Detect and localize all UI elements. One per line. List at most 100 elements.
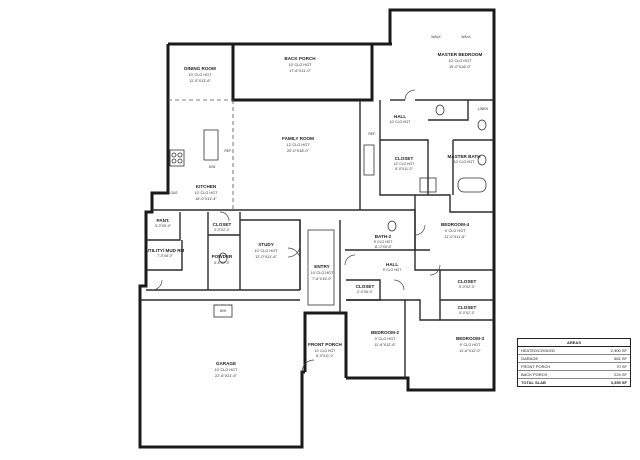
ref-label: REF. — [224, 149, 231, 153]
kitchen-ceiling: 10' CLG HGT — [195, 191, 219, 195]
svg-text:10' CLG HGT: 10' CLG HGT — [195, 191, 219, 195]
utility-size: 7'-0"X8'-0" — [157, 254, 174, 258]
entry-size: 7'-6"X15'-0" — [312, 277, 332, 281]
bedroom4-size: 11'-0"X11'-6" — [444, 235, 466, 239]
study-size: 12'-0"X11'-6" — [255, 255, 277, 259]
svg-text:11'-0"X11'-6": 11'-0"X11'-6" — [444, 235, 466, 239]
svg-text:10' CLG HGT: 10' CLG HGT — [449, 59, 473, 63]
kitchen-name: KITCHEN — [196, 184, 217, 189]
room-labels: DINING ROOM 10' CLG HGT 11'-0"X13'-6" BA… — [146, 35, 489, 378]
fixtures — [169, 104, 487, 318]
svg-text:12'-0"X11'-6": 12'-0"X11'-6" — [255, 255, 277, 259]
svg-text:5'-6"X7'-0": 5'-6"X7'-0" — [214, 261, 231, 265]
fireplace — [363, 144, 375, 176]
walk2-label: WALK — [461, 35, 471, 39]
entry-name: ENTRY — [314, 264, 329, 269]
svg-text:FAMILY ROOM: FAMILY ROOM — [282, 136, 314, 141]
areas-value: 661 SF — [614, 356, 627, 361]
svg-text:9' CLG HGT: 9' CLG HGT — [374, 240, 393, 244]
ref2-label: REF. — [368, 132, 375, 136]
entry-ceiling: 10' CLG HGT — [311, 271, 335, 275]
svg-text:16'-0"X11'-4": 16'-0"X11'-4" — [195, 197, 217, 201]
svg-text:MASTER BEDROOM: MASTER BEDROOM — [438, 52, 483, 57]
garage-size: 22'-6"X21'-6" — [215, 374, 238, 378]
cooktop — [169, 149, 185, 167]
areas-title: AREAS — [518, 339, 630, 347]
svg-text:11'-0"X13'-6": 11'-0"X13'-6" — [189, 79, 211, 83]
svg-text:10' CLG HGT: 10' CLG HGT — [289, 63, 313, 67]
bedroom4-ceiling: 9' CLG HGT — [445, 229, 466, 233]
svg-text:W/H: W/H — [220, 309, 227, 313]
closet-b4-size: 5'-0"X2'-0" — [459, 285, 476, 289]
closet-b4-name: CLOSET — [458, 279, 477, 284]
hall-top-ceiling: 10' CLG HGT — [390, 120, 410, 124]
svg-text:11'-6"X12'-0": 11'-6"X12'-0" — [459, 349, 481, 353]
door-swings — [151, 89, 441, 373]
garage-name: GARAGE — [216, 361, 236, 366]
svg-text:10' CLG HGT: 10' CLG HGT — [315, 349, 335, 353]
entry-stair — [307, 229, 335, 306]
areas-label: TOTAL SLAB — [521, 380, 546, 385]
svg-text:REF.: REF. — [368, 132, 375, 136]
master-bath-name: MASTER BATH — [447, 154, 481, 159]
svg-text:FRONT PORCH: FRONT PORCH — [308, 342, 342, 347]
areas-row: FRONT PORCH 70 SF — [518, 363, 630, 371]
study-name: STUDY — [258, 242, 274, 247]
garage-ceiling: 10' CLG HGT — [215, 368, 239, 372]
hall-mid-ceiling: 9' CLG HGT — [383, 268, 402, 272]
toilet-bath2 — [387, 220, 397, 232]
svg-text:10' CLG HGT: 10' CLG HGT — [454, 160, 474, 164]
pantry-size: 5'-0"X5'-4" — [155, 224, 172, 228]
closet-entry-name: CLOSET — [213, 222, 232, 227]
svg-text:CLOSET: CLOSET — [458, 305, 477, 310]
bedroom2-ceiling: 9' CLG HGT — [375, 337, 396, 341]
svg-text:STUDY: STUDY — [258, 242, 274, 247]
svg-text:REF.: REF. — [224, 149, 231, 153]
svg-text:11'-6"X12'-6": 11'-6"X12'-6" — [374, 343, 396, 347]
svg-text:BEDROOM-2: BEDROOM-2 — [371, 330, 400, 335]
svg-text:9' CLG HGT: 9' CLG HGT — [383, 268, 402, 272]
family-name: FAMILY ROOM — [282, 136, 314, 141]
svg-text:HALL: HALL — [394, 114, 406, 119]
svg-text:CLOSET: CLOSET — [213, 222, 232, 227]
svg-text:GARAGE: GARAGE — [216, 361, 236, 366]
closet-entry-size: 2'-0"X2'-0" — [214, 228, 231, 232]
svg-text:15'-0"X16'-0": 15'-0"X16'-0" — [449, 65, 472, 69]
closet-master-name: CLOSET — [395, 156, 414, 161]
svg-text:CLOSET: CLOSET — [395, 156, 414, 161]
study-ceiling: 10' CLG HGT — [255, 249, 279, 253]
toilet-powder — [218, 252, 228, 264]
master-bath-ceiling: 10' CLG HGT — [454, 160, 474, 164]
powder-size: 5'-6"X7'-0" — [214, 261, 231, 265]
kitchen-size: 16'-0"X11'-4" — [195, 197, 217, 201]
closet-master-ceiling: 10' CLG HGT — [394, 162, 414, 166]
svg-text:10' CLG HGT: 10' CLG HGT — [215, 368, 239, 372]
areas-value: 70 SF — [616, 364, 627, 369]
svg-text:MASTER BATH: MASTER BATH — [447, 154, 481, 159]
svg-text:WALK: WALK — [431, 35, 441, 39]
utility-name: UTILITY/ MUD RM — [146, 248, 185, 253]
svg-text:BATH-2: BATH-2 — [375, 234, 392, 239]
svg-text:5'-0"X2'-0": 5'-0"X2'-0" — [459, 285, 476, 289]
svg-text:8'-0"X11'-0": 8'-0"X11'-0" — [395, 167, 413, 171]
svg-text:KITCHEN: KITCHEN — [196, 184, 217, 189]
svg-text:10' CLG HGT: 10' CLG HGT — [394, 162, 414, 166]
interior-walls — [140, 99, 494, 378]
bedroom3-ceiling: 9' CLG HGT — [460, 343, 481, 347]
closet-b3-size: 5'-0"X2'-0" — [459, 311, 476, 315]
family-size: 20'-0"X18'-0" — [287, 149, 310, 153]
garage-water-heater — [213, 304, 233, 318]
areas-label: HEATED/COOLED — [521, 348, 555, 353]
svg-text:7'-6"X15'-0": 7'-6"X15'-0" — [312, 277, 332, 281]
pantry-name: PANT. — [157, 218, 170, 223]
gas-label: GAS — [170, 191, 178, 195]
bath2-ceiling: 9' CLG HGT — [374, 240, 393, 244]
svg-text:CLOSET: CLOSET — [356, 284, 375, 289]
svg-text:7'-0"X8'-0": 7'-0"X8'-0" — [157, 254, 174, 258]
closet-hall-size: 2'-0"X6'-0" — [357, 290, 374, 294]
svg-text:10' CLG HGT: 10' CLG HGT — [189, 73, 213, 77]
svg-text:LINEN: LINEN — [478, 107, 489, 111]
svg-text:9' CLG HGT: 9' CLG HGT — [375, 337, 396, 341]
svg-text:17'-6"X11'-0": 17'-6"X11'-0" — [289, 69, 311, 73]
areas-label: FRONT PORCH — [521, 364, 551, 369]
